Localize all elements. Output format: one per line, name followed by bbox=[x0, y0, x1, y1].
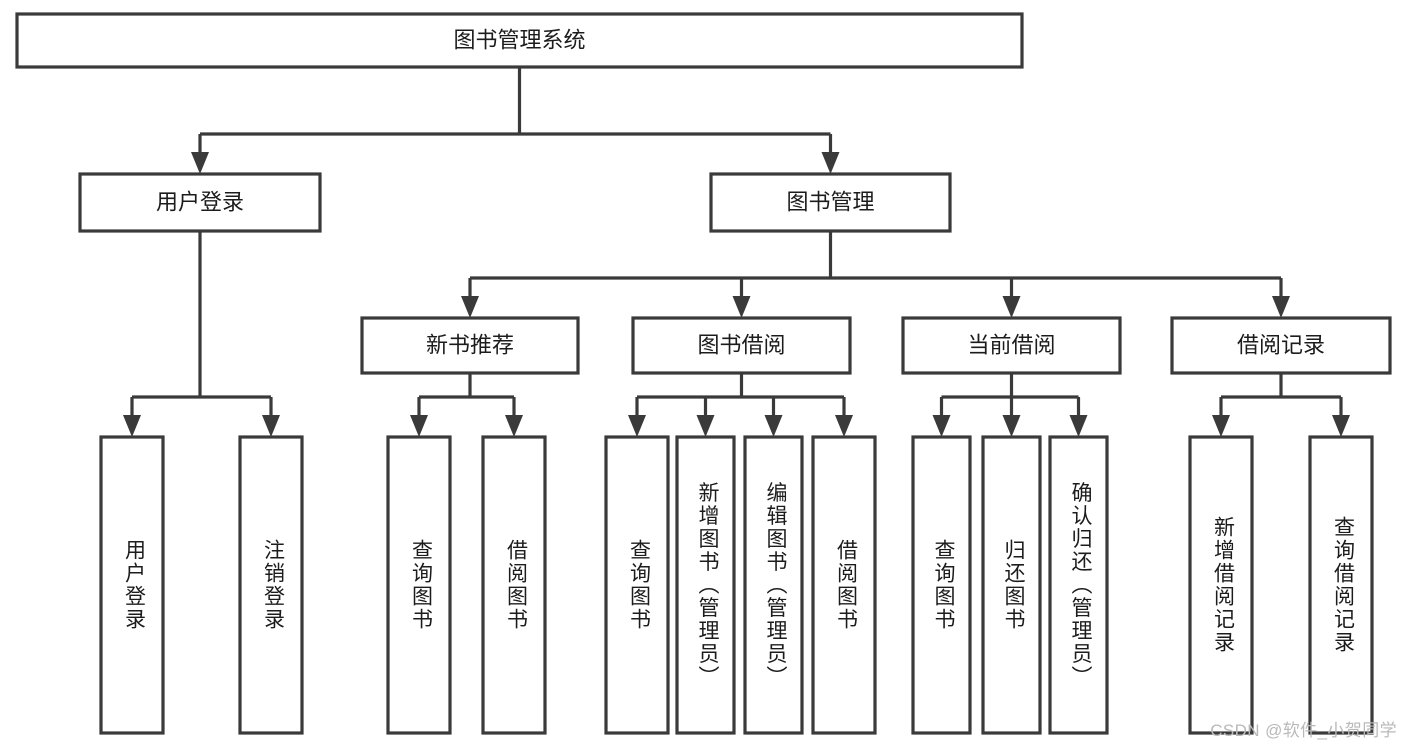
arrow-head-leaf-query-book-new bbox=[410, 415, 428, 437]
arrow-head-leaf-confirm-return bbox=[1069, 415, 1088, 437]
arrow-head-leaf-return-book bbox=[1002, 415, 1021, 437]
node-label-leaf-user-logout: 注销登录 bbox=[261, 539, 285, 631]
node-label-leaf-query-book-current: 查询图书 bbox=[932, 539, 956, 631]
node-newbook[interactable]: 新书推荐 bbox=[360, 316, 580, 375]
watermark-label: CSDN @软件_小贺同学 bbox=[1210, 721, 1397, 740]
node-label-leaf-query-book-borrow: 查询图书 bbox=[627, 539, 651, 631]
node-box-leaf-edit-book bbox=[743, 435, 804, 735]
node-box-leaf-user-logout bbox=[238, 435, 304, 735]
arrow-head-leaf-user-login bbox=[123, 415, 141, 437]
node-leaf-add-book[interactable]: 新增图书（管理员） bbox=[675, 435, 736, 735]
node-leaf-add-record[interactable]: 新增借阅记录 bbox=[1188, 435, 1254, 735]
arrow-head-current bbox=[1002, 296, 1021, 318]
arrow-head-leaf-borrow-book bbox=[835, 415, 853, 437]
node-records[interactable]: 借阅记录 bbox=[1170, 316, 1392, 375]
node-label-newbook: 新书推荐 bbox=[426, 332, 514, 357]
node-box-login bbox=[78, 172, 322, 233]
arrow-head-newbook bbox=[461, 296, 479, 318]
node-box-leaf-user-login bbox=[99, 435, 165, 735]
node-box-records bbox=[1170, 316, 1392, 375]
node-leaf-return-book[interactable]: 归还图书 bbox=[981, 435, 1042, 735]
arrow-head-leaf-add-book bbox=[696, 415, 715, 437]
node-label-borrow: 图书借阅 bbox=[697, 332, 785, 357]
arrow-head-leaf-edit-book bbox=[764, 415, 783, 437]
node-label-leaf-user-login: 用户登录 bbox=[122, 539, 146, 631]
node-label-leaf-add-record: 新增借阅记录 bbox=[1211, 516, 1235, 654]
node-label-leaf-return-book: 归还图书 bbox=[1002, 539, 1026, 631]
arrow-head-leaf-user-logout bbox=[262, 415, 280, 437]
node-leaf-user-logout[interactable]: 注销登录 bbox=[238, 435, 304, 735]
node-leaf-borrow-book-new[interactable]: 借阅图书 bbox=[481, 435, 547, 735]
node-label-leaf-query-book-new: 查询图书 bbox=[409, 539, 433, 631]
node-leaf-query-book-new[interactable]: 查询图书 bbox=[386, 435, 452, 735]
node-label-root: 图书管理系统 bbox=[453, 27, 585, 52]
node-label-leaf-confirm-return: 确认归还（管理员） bbox=[1069, 482, 1093, 689]
arrow-head-leaf-add-record bbox=[1212, 415, 1230, 437]
arrow-head-records bbox=[1272, 296, 1290, 318]
node-leaf-user-login[interactable]: 用户登录 bbox=[99, 435, 165, 735]
node-root[interactable]: 图书管理系统 bbox=[15, 12, 1024, 69]
node-label-leaf-borrow-book-new: 借阅图书 bbox=[504, 539, 528, 631]
node-leaf-edit-book[interactable]: 编辑图书（管理员） bbox=[743, 435, 804, 735]
node-box-leaf-add-book bbox=[675, 435, 736, 735]
connector-layer bbox=[123, 67, 1350, 437]
node-leaf-confirm-return[interactable]: 确认归还（管理员） bbox=[1048, 435, 1109, 735]
node-label-leaf-add-book: 新增图书（管理员） bbox=[696, 482, 720, 689]
arrow-head-bookmgmt bbox=[821, 152, 840, 174]
node-label-leaf-edit-book: 编辑图书（管理员） bbox=[764, 482, 788, 689]
node-leaf-query-record[interactable]: 查询借阅记录 bbox=[1308, 435, 1374, 735]
node-box-leaf-borrow-book-new bbox=[481, 435, 547, 735]
arrow-head-leaf-borrow-book-new bbox=[505, 415, 523, 437]
node-label-records: 借阅记录 bbox=[1237, 332, 1325, 357]
arrow-head-login bbox=[191, 152, 209, 174]
arrow-head-borrow bbox=[732, 296, 751, 318]
node-box-leaf-return-book bbox=[981, 435, 1042, 735]
node-box-leaf-query-book-borrow bbox=[604, 435, 670, 735]
node-box-root bbox=[15, 12, 1024, 69]
node-box-leaf-query-book-current bbox=[911, 435, 972, 735]
node-leaf-borrow-book[interactable]: 借阅图书 bbox=[811, 435, 877, 735]
node-box-bookmgmt bbox=[709, 172, 952, 233]
node-label-bookmgmt: 图书管理 bbox=[786, 189, 874, 214]
node-leaf-query-book-borrow[interactable]: 查询图书 bbox=[604, 435, 670, 735]
node-box-leaf-borrow-book bbox=[811, 435, 877, 735]
box-layer: 图书管理系统用户登录图书管理新书推荐图书借阅当前借阅借阅记录用户登录注销登录查询… bbox=[15, 12, 1392, 735]
node-bookmgmt[interactable]: 图书管理 bbox=[709, 172, 952, 233]
node-box-leaf-query-record bbox=[1308, 435, 1374, 735]
node-label-leaf-query-record: 查询借阅记录 bbox=[1331, 516, 1355, 654]
node-current[interactable]: 当前借阅 bbox=[901, 316, 1122, 375]
node-box-current bbox=[901, 316, 1122, 375]
node-label-current: 当前借阅 bbox=[967, 332, 1055, 357]
node-borrow[interactable]: 图书借阅 bbox=[631, 316, 852, 375]
node-label-login: 用户登录 bbox=[156, 189, 244, 214]
arrow-head-leaf-query-record bbox=[1332, 415, 1350, 437]
node-box-borrow bbox=[631, 316, 852, 375]
arrow-head-leaf-query-book-current bbox=[932, 415, 951, 437]
arrow-head-leaf-query-book-borrow bbox=[628, 415, 646, 437]
node-label-leaf-borrow-book: 借阅图书 bbox=[834, 539, 858, 631]
node-box-leaf-query-book-new bbox=[386, 435, 452, 735]
node-box-newbook bbox=[360, 316, 580, 375]
node-box-leaf-add-record bbox=[1188, 435, 1254, 735]
node-leaf-query-book-current[interactable]: 查询图书 bbox=[911, 435, 972, 735]
node-login[interactable]: 用户登录 bbox=[78, 172, 322, 233]
node-box-leaf-confirm-return bbox=[1048, 435, 1109, 735]
